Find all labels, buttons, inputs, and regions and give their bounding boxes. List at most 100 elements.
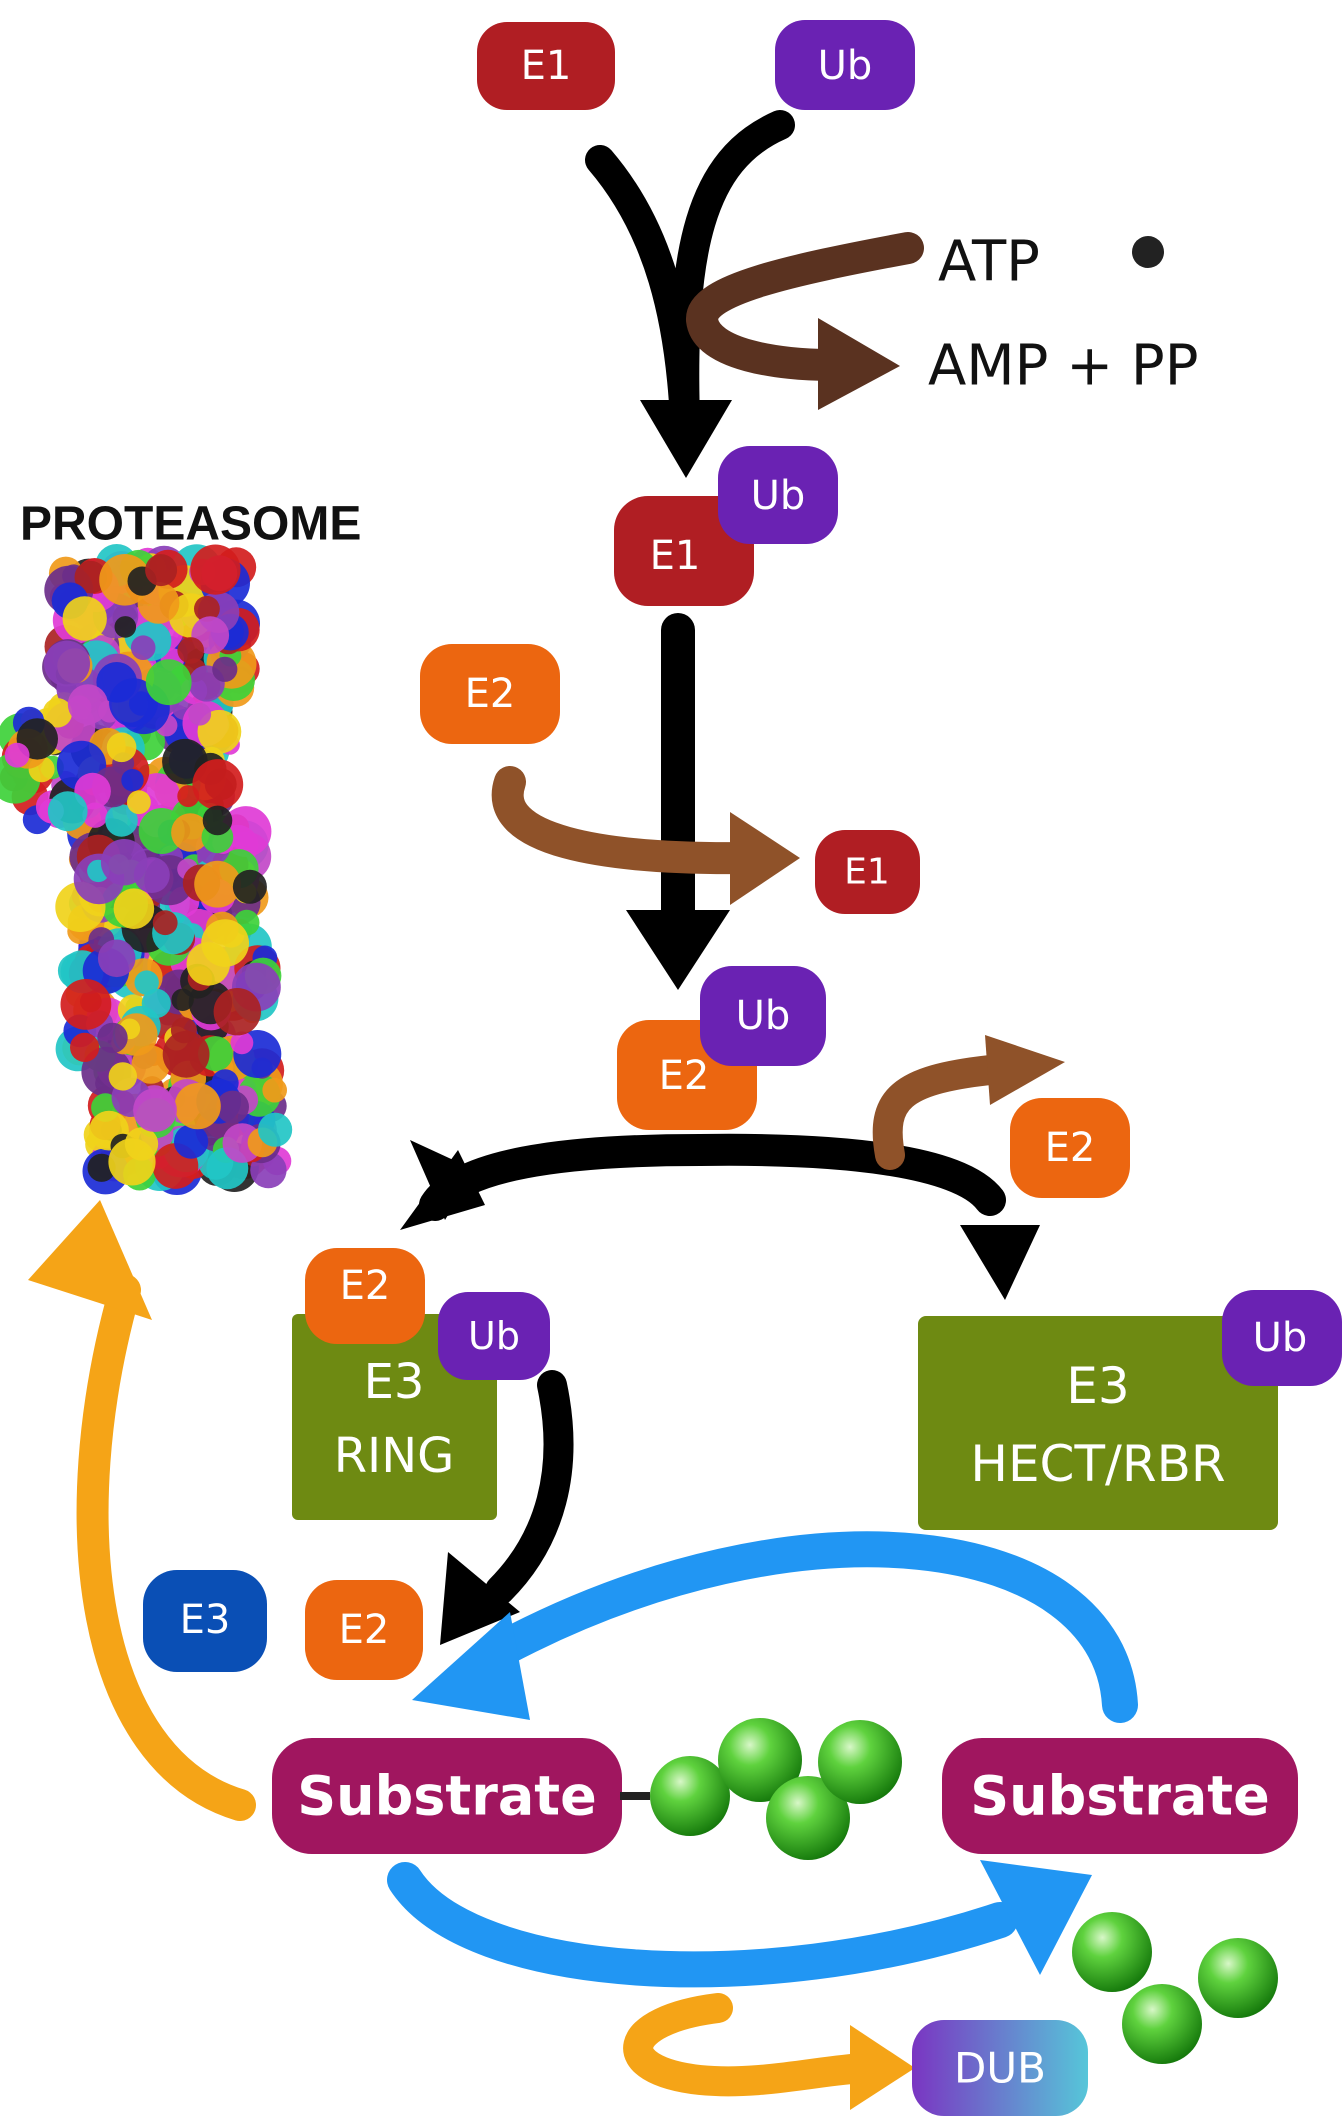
svg-text:Substrate: Substrate: [297, 1765, 596, 1828]
proteasome-title: PROTEASOME: [20, 498, 361, 551]
amp-pp-label: AMP + PP: [928, 334, 1198, 399]
proteasome-subunit: [171, 988, 194, 1011]
proteasome-subunit: [105, 804, 138, 837]
e1-pill-released: E1: [815, 830, 920, 914]
svg-text:E2: E2: [340, 1263, 391, 1309]
svg-text:E1: E1: [844, 852, 890, 893]
proteasome-subunit: [162, 1030, 210, 1078]
svg-text:DUB: DUB: [954, 2044, 1046, 2093]
proteasome-subunit: [42, 698, 73, 728]
transfer-arrow-e1-e2: [626, 613, 730, 990]
svg-text:Ub: Ub: [1253, 1315, 1308, 1361]
dub-pill: DUB: [912, 2020, 1088, 2116]
proteasome-subunit: [124, 1127, 159, 1161]
svg-text:E2: E2: [1045, 1125, 1096, 1171]
e2-pill-released: E2: [1010, 1098, 1130, 1198]
svg-text:E3: E3: [1066, 1357, 1129, 1415]
degradation-arrow: [28, 1200, 256, 1821]
proteasome-subunit: [201, 919, 250, 967]
e3-hect-rbr-box: E3 HECT/RBR: [918, 1316, 1278, 1530]
proteasome-subunit: [97, 939, 136, 978]
svg-text:Substrate: Substrate: [970, 1765, 1269, 1828]
proteasome-subunit: [211, 1069, 239, 1097]
svg-text:E1: E1: [521, 43, 572, 89]
proteasome-subunit: [74, 560, 108, 594]
proteasome-subunit: [106, 732, 137, 763]
black-dot-icon: [1132, 236, 1164, 268]
proteasome-subunit: [134, 970, 159, 995]
svg-text:E2: E2: [465, 671, 516, 717]
svg-text:Ub: Ub: [751, 473, 806, 519]
proteasome-subunit: [213, 988, 261, 1036]
e2-pill-free: E2: [305, 1580, 423, 1680]
proteasome-subunit: [97, 1022, 128, 1054]
substrate-right: Substrate: [942, 1738, 1298, 1854]
proteasome-subunit: [177, 637, 204, 664]
proteasome-subunit: [121, 769, 144, 792]
proteasome-subunit: [194, 860, 242, 908]
proteasome-subunit: [47, 791, 88, 832]
blue-cycle-arrows: [387, 1531, 1138, 1988]
proteasome-subunit: [113, 888, 155, 929]
ub-pill-ring: Ub: [438, 1292, 550, 1380]
svg-text:E2: E2: [339, 1607, 390, 1653]
e2-pill-loading: E2: [420, 644, 560, 744]
atp-label: ATP: [938, 230, 1040, 295]
proteasome-subunit: [230, 1031, 254, 1055]
proteasome-subunit: [192, 759, 244, 810]
proteasome-subunit: [212, 656, 238, 682]
proteasome-subunit: [138, 808, 185, 854]
e2-release-arrow: [872, 1035, 1065, 1170]
proteasome-subunit: [70, 1032, 100, 1062]
svg-text:E3: E3: [364, 1354, 425, 1410]
svg-text:Ub: Ub: [736, 993, 791, 1039]
ring-transfer-arrow: [440, 1370, 574, 1645]
proteasome-subunit: [141, 988, 171, 1019]
dub-arrow: [623, 1993, 915, 2110]
proteasome-subunit: [126, 790, 151, 815]
e3-pill-free: E3: [143, 1570, 267, 1672]
substrate-left: Substrate: [272, 1738, 622, 1854]
svg-text:E1: E1: [650, 533, 701, 579]
proteasome-subunit: [114, 616, 137, 638]
activation-arrow: [585, 110, 795, 478]
e1-release-arrow: [491, 766, 800, 905]
proteasome-structure-icon: [0, 544, 293, 1196]
proteasome-subunit: [174, 1124, 209, 1159]
proteasome-subunit: [194, 595, 220, 622]
proteasome-subunit: [188, 702, 212, 726]
svg-text:RING: RING: [334, 1428, 455, 1484]
free-ubiquitin-spheres-icon: [1072, 1912, 1278, 2064]
svg-text:Ub: Ub: [818, 43, 873, 89]
proteasome-subunit: [108, 1062, 137, 1091]
proteasome-subunit: [100, 839, 148, 886]
proteasome-subunit: [133, 1088, 177, 1132]
ub-pill-top: Ub: [775, 20, 915, 110]
proteasome-subunit: [190, 544, 241, 595]
proteasome-subunit: [60, 979, 112, 1030]
e2-ub-complex: E2 Ub: [617, 966, 826, 1130]
proteasome-subunit: [202, 805, 233, 836]
proteasome-subunit: [258, 1112, 293, 1147]
e2-pill-ring: E2: [305, 1248, 425, 1344]
proteasome-subunit: [44, 640, 90, 687]
proteasome-subunit: [4, 742, 30, 768]
branch-arrows: [400, 1133, 1040, 1300]
proteasome-subunit: [232, 869, 267, 904]
svg-text:E2: E2: [659, 1053, 710, 1099]
proteasome-subunit: [262, 1077, 288, 1103]
ubiquitin-chain-spheres-icon: [650, 1718, 902, 1860]
proteasome-subunit: [109, 678, 158, 727]
proteasome-subunit: [170, 1017, 197, 1044]
proteasome-subunit: [145, 554, 178, 587]
e1-pill-top: E1: [477, 22, 615, 110]
svg-text:HECT/RBR: HECT/RBR: [970, 1435, 1225, 1493]
proteasome-subunit: [130, 635, 156, 660]
proteasome-subunit: [62, 596, 107, 641]
proteasome-subunit: [145, 659, 192, 706]
svg-text:E3: E3: [180, 1597, 231, 1643]
proteasome-subunit: [216, 1090, 250, 1124]
proteasome-subunit: [171, 813, 210, 852]
